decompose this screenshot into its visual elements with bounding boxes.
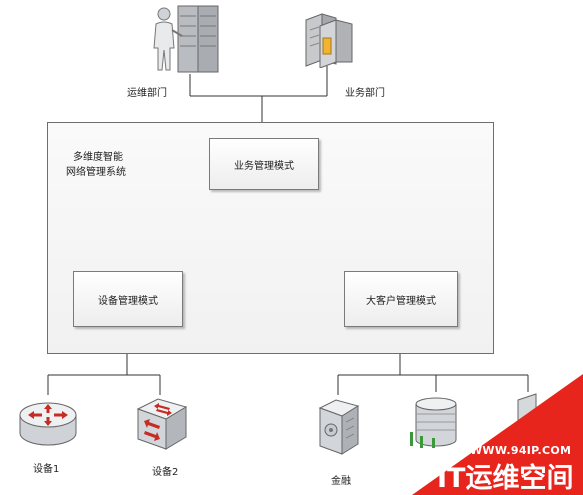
device1-label: 设备1 [33, 464, 60, 475]
office-building-icon [410, 397, 457, 448]
server-rack-operator-icon [153, 5, 219, 73]
system-title-line2: 网络管理系统 [66, 167, 126, 178]
device2-label: 设备2 [152, 467, 179, 478]
watermark-url: WWW.94IP.COM [470, 444, 572, 457]
biz-dept-label: 业务部门 [345, 88, 385, 99]
router-icon [19, 402, 77, 446]
customer-mode-label: 大客户管理模式 [366, 295, 436, 307]
watermark-brand: IT运维空间 [437, 463, 574, 494]
customer-mode-box: 大客户管理模式 [344, 271, 458, 327]
server-icon [305, 13, 353, 68]
finance-label: 金融 [331, 476, 351, 487]
switch-icon [136, 398, 188, 450]
device-mode-box: 设备管理模式 [73, 271, 183, 327]
device-mode-label: 设备管理模式 [98, 295, 158, 307]
system-title-line1: 多维度智能 [73, 152, 123, 163]
business-mode-box: 业务管理模式 [209, 138, 319, 190]
business-mode-label: 业务管理模式 [234, 160, 294, 172]
ops-dept-label: 运维部门 [127, 88, 167, 99]
bank-building-icon [318, 399, 360, 455]
